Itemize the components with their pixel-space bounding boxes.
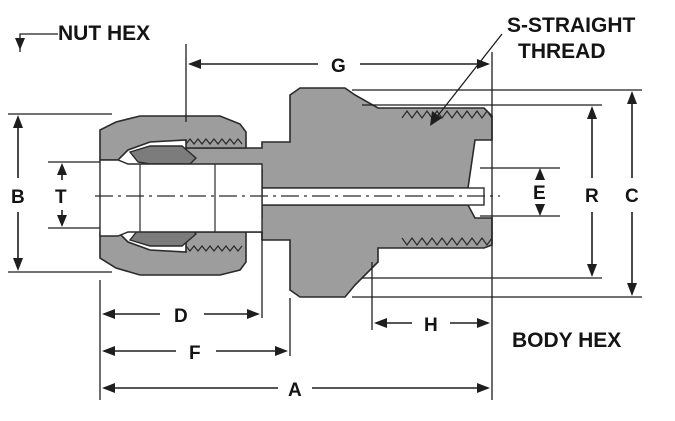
dim-b-label: B [11,187,25,208]
dim-r-label: R [585,186,599,207]
dimension-lines [13,59,637,393]
s-straight-thread-label: S-STRAIGHT [507,14,636,37]
dim-c-label: C [625,186,639,207]
dim-d-label: D [174,306,188,327]
front-ferrule-upper [128,145,198,165]
dim-g-label: G [331,56,346,77]
tube-bore [99,159,263,237]
body-hex-label: BODY HEX [512,329,621,352]
nut-thread-upper [185,138,243,145]
nut-hex-label: NUT HEX [58,22,150,45]
dim-e-label: E [533,183,546,204]
straight-thread-lower [401,236,493,247]
dim-f-label: F [189,343,201,364]
dim-h-label: H [424,315,438,336]
s-straight-thread-label-line2: THREAD [518,40,606,63]
dim-a-label: A [288,380,302,401]
dim-t-label: T [55,187,67,208]
nut-lower [99,231,247,276]
straight-thread-upper [401,109,493,120]
nut-thread-lower [185,245,243,252]
extension-lines [8,44,642,400]
fitting-cross-section [95,87,500,298]
nut-upper [99,115,247,161]
leader-lines [15,33,503,126]
